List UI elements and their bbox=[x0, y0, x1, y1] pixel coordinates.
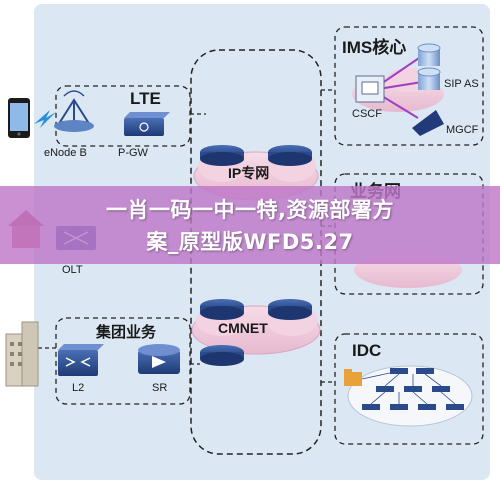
sip-as-server-1 bbox=[417, 43, 441, 66]
mgcf-label: MGCF bbox=[446, 124, 479, 136]
ip-network-label: IP专网 bbox=[228, 165, 270, 181]
enodeb-label: eNode B bbox=[44, 147, 87, 159]
wireless-link-icon bbox=[34, 110, 56, 128]
cmnet-router-3 bbox=[200, 345, 244, 366]
ims-box bbox=[334, 26, 484, 146]
sr-label: SR bbox=[152, 382, 168, 394]
lte-box bbox=[55, 85, 191, 147]
idc-box bbox=[334, 333, 484, 445]
banner-title-line-1: 一肖一码一中一特,资源部署方 bbox=[106, 198, 394, 222]
sip-as-server-2 bbox=[417, 67, 441, 90]
cscf-icon bbox=[355, 75, 385, 103]
idc-cloud bbox=[347, 365, 473, 427]
cmnet-label: CMNET bbox=[218, 320, 268, 336]
pgw-icon bbox=[124, 112, 170, 136]
sr-router-icon bbox=[138, 344, 180, 374]
banner-title[interactable]: 一肖一码一中一特,资源部署方 案_原型版WFD5.27 bbox=[0, 194, 500, 258]
mgcf-icon bbox=[412, 110, 444, 136]
lte-label: LTE bbox=[130, 89, 161, 108]
cmnet-router-1 bbox=[200, 299, 244, 320]
ims-label: IMS核心 bbox=[342, 38, 407, 57]
title-banner bbox=[0, 186, 500, 264]
enterprise-label: 集团业务 bbox=[96, 324, 157, 341]
l2-switch-icon bbox=[58, 344, 104, 376]
ip-router-1 bbox=[200, 145, 244, 166]
enterprise-box bbox=[55, 317, 191, 405]
pgw-label: P-GW bbox=[118, 147, 148, 159]
building-icon bbox=[5, 321, 39, 387]
cmnet-router-2 bbox=[268, 299, 312, 320]
cscf-label: CSCF bbox=[352, 108, 382, 120]
olt-label: OLT bbox=[62, 264, 83, 276]
idc-label: IDC bbox=[352, 341, 382, 360]
idc-folder-icon bbox=[344, 369, 362, 386]
banner-title-line-2: 案_原型版WFD5.27 bbox=[146, 230, 354, 254]
phone-icon bbox=[8, 98, 30, 138]
ip-router-2 bbox=[268, 145, 312, 166]
enodeb-icon bbox=[54, 90, 94, 132]
l2-label: L2 bbox=[72, 382, 85, 394]
sip-as-label: SIP AS bbox=[444, 78, 479, 90]
